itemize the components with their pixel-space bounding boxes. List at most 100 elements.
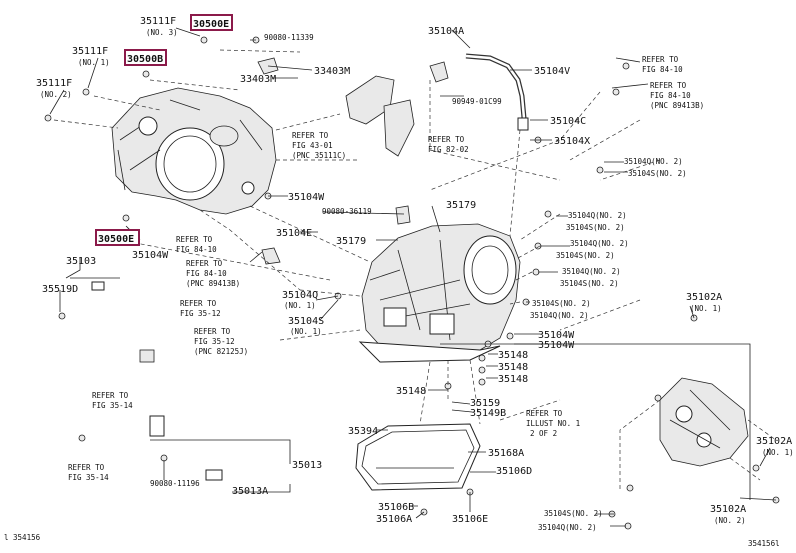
bracket-parts [257, 57, 449, 265]
label[interactable]: 35159 [470, 398, 500, 409]
transmission-case [358, 223, 521, 363]
label[interactable]: 35106D [496, 466, 532, 477]
label[interactable]: 35149B [470, 408, 506, 419]
label[interactable]: 35104Q(NO. 2) [530, 311, 589, 320]
label[interactable]: 35104Q(NO. 2) [568, 211, 627, 220]
label[interactable]: 35102A [686, 292, 722, 303]
label: (NO. 1) [690, 304, 722, 313]
label[interactable]: 35104X [554, 136, 590, 147]
label: FIG 82-02 [428, 145, 469, 154]
label: (PNC 89413B) [186, 279, 240, 288]
label[interactable]: 35104Q(NO. 2) [562, 267, 621, 276]
label[interactable]: 35104W [538, 340, 575, 351]
label[interactable]: 33403M [240, 74, 276, 85]
label[interactable]: 35104Q(NO. 2) [538, 523, 597, 532]
part-labels: 35111F (NO. 3) 35111F (NO. 1) 35111F (NO… [4, 16, 794, 548]
label[interactable]: 35104S(NO. 2) [532, 299, 591, 308]
label: (NO. 1) [284, 301, 316, 310]
label[interactable]: 35148 [498, 350, 528, 361]
label[interactable]: 35104E [276, 228, 312, 239]
label: REFER TO [92, 391, 129, 400]
label[interactable]: 35013A [232, 486, 268, 497]
mount-bracket [659, 377, 749, 467]
leader-lines [49, 27, 777, 527]
label[interactable]: 35103 [66, 256, 96, 267]
label[interactable]: 35111F [140, 16, 176, 27]
label: (PNC 89413B) [650, 101, 704, 110]
label[interactable]: 35179 [336, 236, 366, 247]
label: REFER TO [642, 55, 679, 64]
label[interactable]: 35148 [396, 386, 426, 397]
label[interactable]: 35104W [538, 330, 575, 341]
label[interactable]: 35104S(NO. 2) [560, 279, 619, 288]
label[interactable]: 35104W [288, 192, 325, 203]
label: FIG 43-01 [292, 141, 333, 150]
label: 2 OF 2 [530, 429, 557, 438]
footer-left-code: l 354156 [4, 533, 41, 542]
label[interactable]: 35148 [498, 374, 528, 385]
label: (PNC 82125J) [194, 347, 248, 356]
label: FIG 35-12 [194, 337, 235, 346]
label[interactable]: 35104S(NO. 2) [628, 169, 687, 178]
label: REFER TO [526, 409, 563, 418]
label[interactable]: 35104Q [282, 290, 318, 301]
part-30500e-left[interactable]: 30500E [98, 234, 134, 245]
breather-tube [465, 53, 529, 131]
label: REFER TO [194, 327, 231, 336]
label[interactable]: 35013 [292, 460, 322, 471]
label[interactable]: 90080-36119 [322, 207, 372, 216]
label: (NO. 1) [290, 327, 322, 336]
label[interactable]: 90080-11196 [150, 479, 200, 488]
label[interactable]: 90949-01C99 [452, 97, 502, 106]
label[interactable]: 35104Q(NO. 2) [570, 239, 629, 248]
label: FIG 84-10 [186, 269, 227, 278]
label[interactable]: 35102A [710, 504, 746, 515]
label[interactable]: 35519D [42, 284, 78, 295]
label: REFER TO [428, 135, 465, 144]
label: (NO. 1) [762, 448, 794, 457]
label[interactable]: 35104V [534, 66, 570, 77]
label: REFER TO [186, 259, 223, 268]
label[interactable]: 35104W [132, 250, 169, 261]
label[interactable]: 35104C [550, 116, 586, 127]
label: FIG 84-10 [642, 65, 683, 74]
oil-pan [355, 423, 481, 491]
label: (NO. 1) [78, 58, 110, 67]
label: FIG 35-14 [92, 401, 133, 410]
label[interactable]: 35106E [452, 514, 488, 525]
label[interactable]: 35394 [348, 426, 378, 437]
label: FIG 35-12 [180, 309, 221, 318]
label: REFER TO [292, 131, 329, 140]
label[interactable]: 35179 [446, 200, 476, 211]
label[interactable]: 35104Q(NO. 2) [624, 157, 683, 166]
label: (NO. 2) [714, 516, 746, 525]
label[interactable]: 35168A [488, 448, 524, 459]
dashed-lines [53, 49, 777, 490]
label[interactable]: 35106A [376, 514, 412, 525]
label[interactable]: 35111F [36, 78, 72, 89]
label[interactable]: 35104S(NO. 2) [566, 223, 625, 232]
filler-tube [91, 281, 223, 481]
part-30500e-top[interactable]: 30500E [193, 19, 229, 30]
label[interactable]: 35104S [288, 316, 324, 327]
label[interactable]: 35111F [72, 46, 108, 57]
label: REFER TO [176, 235, 213, 244]
label[interactable]: 35104A [428, 26, 464, 37]
label: (NO. 3) [146, 28, 178, 37]
label: (PNC 35111C) [292, 151, 346, 160]
label[interactable]: 35148 [498, 362, 528, 373]
label[interactable]: 35106B [378, 502, 414, 513]
label[interactable]: 35102A [756, 436, 792, 447]
label[interactable]: 35104S(NO. 2) [544, 509, 603, 518]
converter-housing [111, 87, 277, 215]
highlight-box-30500e-top [190, 14, 233, 31]
label[interactable]: 35104S(NO. 2) [556, 251, 615, 260]
label[interactable]: 90080-11339 [264, 33, 314, 42]
label: REFER TO [180, 299, 217, 308]
label: REFER TO [650, 81, 687, 90]
part-30500b[interactable]: 30500B [127, 54, 163, 65]
label[interactable]: 33403M [314, 66, 350, 77]
label: FIG 84-10 [176, 245, 217, 254]
